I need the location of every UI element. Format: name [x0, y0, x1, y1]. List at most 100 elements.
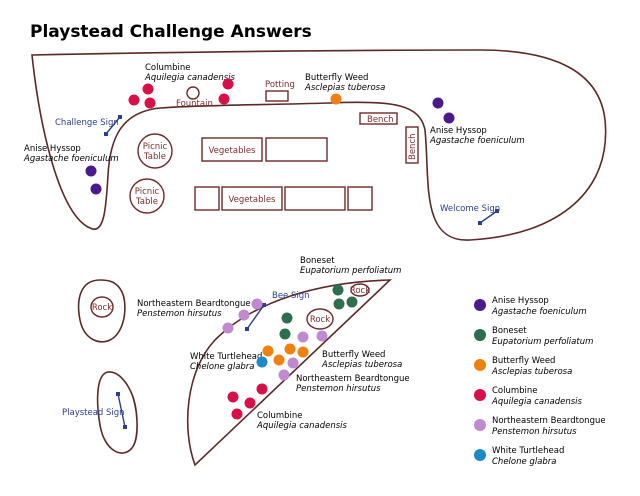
rock-medium-label: Rock [310, 315, 330, 325]
picnic-table-1-label-line2: Table [143, 152, 166, 162]
butterfly-weed-latin-lower: Asclepias tuberosa [321, 360, 402, 370]
picnic-table-2-label-line2: Table [135, 197, 158, 207]
legend-swatch [474, 419, 486, 431]
vegetables-label-2: Vegetables [229, 195, 277, 205]
fountain-label: Fountain [176, 99, 213, 109]
legend-latin-name: Chelone glabra [492, 457, 557, 467]
anise-hyssop-latin-right: Agastache foeniculum [429, 136, 525, 146]
legend-common-name: Anise Hyssop [492, 296, 549, 306]
lower-bed-outline [186, 279, 393, 467]
legend-swatch [474, 299, 486, 311]
bench-vertical [405, 126, 419, 164]
columbine-dot [227, 391, 239, 403]
playstead-sign-end-2 [123, 425, 127, 429]
butterfly-weed-label-upper: Butterfly Weed [305, 73, 368, 83]
butterfly-weed-dot [262, 345, 274, 357]
beardtongue-dot [297, 331, 309, 343]
boneset-dot [281, 312, 293, 324]
legend-latin-name: Agastache foeniculum [492, 307, 587, 317]
bench-horizontal [359, 112, 398, 125]
anise-hyssop-dot [432, 97, 444, 109]
picnic-table-2 [129, 178, 165, 214]
columbine-dot [256, 383, 268, 395]
playstead-sign-end-1 [116, 392, 120, 396]
playstead-sign-marker [117, 393, 126, 428]
beardtongue-dot [222, 322, 234, 334]
picnic-table-2-label-line1: Picnic [135, 187, 160, 197]
beardtongue-label-lower: Northeastern Beardtongue [296, 374, 410, 384]
beardtongue-dot [238, 309, 250, 321]
rock-left [90, 296, 114, 318]
legend-swatch [474, 359, 486, 371]
legend-common-name: Boneset [492, 326, 527, 336]
legend-common-name: White Turtlehead [492, 446, 565, 456]
boneset-label: Boneset [300, 256, 335, 266]
rock-small-label: Rock [350, 286, 370, 296]
beardtongue-latin-lower: Penstemon hirsutus [296, 384, 381, 394]
columbine-dot [231, 408, 243, 420]
playstead-island-outline [96, 371, 138, 454]
boneset-dot [346, 296, 358, 308]
potting-box [265, 90, 289, 102]
bench-label-horizontal: Bench [367, 115, 394, 125]
legend-item: Butterfly Weed Asclepias tuberosa [470, 356, 635, 382]
fountain-icon [186, 86, 200, 100]
legend-latin-name: Eupatorium perfoliatum [492, 337, 594, 347]
legend-swatch [474, 329, 486, 341]
legend-latin-name: Asclepias tuberosa [492, 367, 573, 377]
welcome-sign-marker [479, 210, 498, 224]
turtlehead-latin: Chelone glabra [190, 362, 255, 372]
page-title: Playstead Challenge Answers [30, 22, 312, 42]
legend-common-name: Columbine [492, 386, 538, 396]
potting-label: Potting [265, 80, 295, 90]
vegetables-bed-2 [265, 137, 328, 162]
beardtongue-latin-left: Penstemon hirsutus [137, 309, 222, 319]
columbine-dot [142, 83, 154, 95]
legend-swatch [474, 449, 486, 461]
picnic-table-1-label-line1: Picnic [143, 142, 168, 152]
boneset-dot [333, 298, 345, 310]
vegetables-bed-4 [221, 186, 283, 211]
columbine-label-lower: Columbine [257, 411, 303, 421]
challenge-sign-end-2 [118, 115, 122, 119]
columbine-dot [128, 94, 140, 106]
turtlehead-label: White Turtlehead [190, 352, 262, 362]
vegetables-label-1: Vegetables [209, 146, 257, 156]
columbine-latin-upper: Aquilegia canadensis [144, 73, 235, 83]
columbine-label-upper: Columbine [145, 63, 191, 73]
bee-sign-label: Bee Sign [272, 291, 310, 301]
rock-small [350, 283, 370, 297]
butterfly-weed-dot [273, 354, 285, 366]
anise-hyssop-dot [90, 183, 102, 195]
rock-island-outline [77, 279, 126, 343]
boneset-latin: Eupatorium perfoliatum [300, 266, 401, 276]
columbine-dot [144, 97, 156, 109]
beardtongue-dot [251, 298, 263, 310]
columbine-latin-lower: Aquilegia canadensis [256, 421, 347, 431]
bench-label-vertical: Bench [408, 133, 418, 160]
legend-common-name: Northeastern Beardtongue [492, 416, 606, 426]
vegetables-bed-5 [284, 186, 346, 211]
anise-hyssop-latin-left: Agastache foeniculum [23, 154, 119, 164]
legend-item: White Turtlehead Chelone glabra [470, 446, 635, 472]
anise-hyssop-label-left: Anise Hyssop [24, 144, 81, 154]
legend-item: Columbine Aquilegia canadensis [470, 386, 635, 412]
legend-latin-name: Penstemon hirsutus [492, 427, 577, 437]
boneset-dot [332, 284, 344, 296]
butterfly-weed-label-lower: Butterfly Weed [322, 350, 385, 360]
upper-garden-outline [31, 49, 607, 241]
beardtongue-label-left: Northeastern Beardtongue [137, 299, 251, 309]
butterfly-weed-latin-upper: Asclepias tuberosa [304, 83, 385, 93]
butterfly-weed-dot [284, 343, 296, 355]
welcome-sign-end-1 [478, 221, 482, 225]
rock-left-label: Rock [92, 303, 112, 313]
challenge-sign-marker [105, 116, 121, 135]
turtlehead-dot [256, 356, 268, 368]
legend: Anise Hyssop Agastache foeniculum Bonese… [470, 296, 635, 476]
columbine-dot [244, 397, 256, 409]
legend-item: Northeastern Beardtongue Penstemon hirsu… [470, 416, 635, 442]
legend-latin-name: Aquilegia canadensis [492, 397, 582, 407]
beardtongue-dot [278, 369, 290, 381]
columbine-dot [218, 93, 230, 105]
